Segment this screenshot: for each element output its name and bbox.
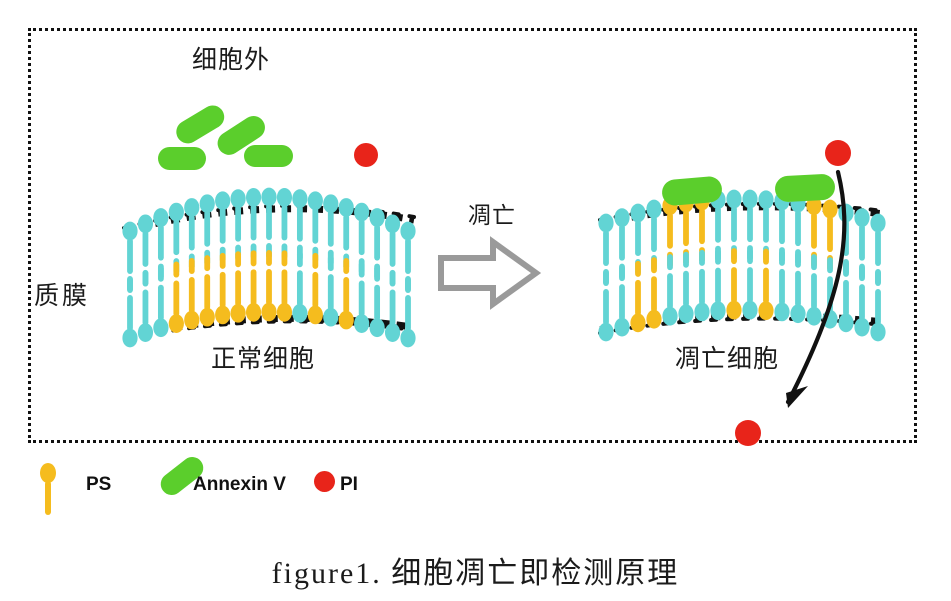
lipid-inner-ps — [726, 248, 742, 320]
lipid-inner-ps — [307, 252, 323, 325]
lipid-outer-pc — [230, 189, 246, 261]
lipid-inner-ps — [199, 255, 215, 327]
lipid-inner-pc — [774, 249, 790, 322]
label-plasma-membrane: 质膜 — [32, 276, 93, 312]
free-annexin-group — [158, 105, 293, 170]
lipid-inner-pc — [292, 251, 308, 323]
lipid-inner-ps — [338, 258, 354, 330]
lipid-inner-ps — [230, 251, 246, 323]
lipid-inner-pc — [854, 265, 870, 337]
pi-circle-inside-icon — [735, 420, 761, 446]
legend: PS Annexin V PI — [30, 452, 390, 515]
annexin-capsule-icon — [158, 147, 206, 170]
normal-cell-membrane — [122, 187, 416, 348]
lipid-inner-ps — [245, 250, 262, 322]
legend-pi-circle-icon — [314, 471, 335, 492]
lipid-outer-pc — [292, 189, 308, 261]
figure-caption: figure1. 细胞凋亡即检测原理 — [271, 557, 680, 590]
lipid-inner-pc — [694, 249, 710, 322]
legend-label-annexin: Annexin V — [193, 474, 286, 495]
annexin-bound-left-icon — [662, 176, 722, 206]
lipid-outer-pc — [245, 188, 262, 260]
lipid-inner-ps — [184, 258, 200, 330]
lipid-inner-pc — [323, 255, 339, 327]
legend-ps-lipid-icon — [40, 463, 56, 515]
legend-label-ps: PS — [86, 474, 112, 495]
lipid-inner-ps — [630, 260, 646, 333]
lipid-outer-pc — [276, 188, 293, 260]
label-extracellular: 细胞外 — [192, 45, 271, 74]
lipid-outer-pc — [215, 191, 231, 263]
label-apoptotic-cell: 凋亡细胞 — [675, 344, 780, 373]
lipid-inner-pc — [662, 254, 678, 326]
lipid-inner-pc — [137, 270, 154, 342]
annexin-capsule-icon — [217, 116, 265, 155]
lipid-inner-pc — [400, 276, 416, 348]
lipid-inner-pc — [806, 254, 822, 326]
lipid-inner-ps — [758, 248, 774, 321]
label-apoptosis-transition: 凋亡 — [468, 203, 516, 229]
lipid-inner-pc — [384, 270, 401, 342]
lipid-inner-pc — [122, 276, 138, 348]
lipid-inner-ps — [646, 257, 662, 329]
lipid-inner-pc — [790, 251, 806, 324]
pi-entry-arrowhead — [786, 386, 808, 408]
pi-circle-outside-icon — [825, 140, 851, 166]
annexin-capsule-icon — [176, 105, 225, 144]
lipid-inner-ps — [215, 252, 231, 325]
apoptosis-transition-arrow — [438, 236, 542, 310]
lipid-inner-pc — [614, 265, 630, 337]
lipid-inner-pc — [742, 248, 758, 320]
lipid-inner-ps — [276, 250, 293, 322]
pi-entry-path — [785, 169, 847, 405]
diagram-frame — [28, 28, 917, 443]
annexin-capsule-icon — [244, 145, 293, 167]
lipid-inner-pc — [710, 248, 726, 321]
lipid-inner-pc — [598, 270, 614, 342]
legend-label-pi: PI — [340, 474, 358, 495]
lipid-inner-pc — [678, 251, 694, 324]
lipid-inner-ps — [261, 250, 277, 322]
annexin-bound-right-icon — [775, 174, 835, 202]
lipid-inner-pc — [153, 265, 169, 338]
lipid-inner-pc — [870, 270, 886, 342]
lipid-inner-pc — [354, 261, 370, 333]
lipid-outer-pc — [307, 191, 323, 263]
lipid-inner-pc — [369, 265, 385, 338]
lipid-outer-pc — [199, 194, 215, 266]
label-normal-cell: 正常细胞 — [211, 344, 316, 373]
lipid-inner-ps — [168, 261, 184, 333]
lipid-outer-pc — [323, 194, 339, 266]
pi-circle-icon — [354, 143, 378, 167]
lipid-outer-pc — [261, 187, 277, 259]
